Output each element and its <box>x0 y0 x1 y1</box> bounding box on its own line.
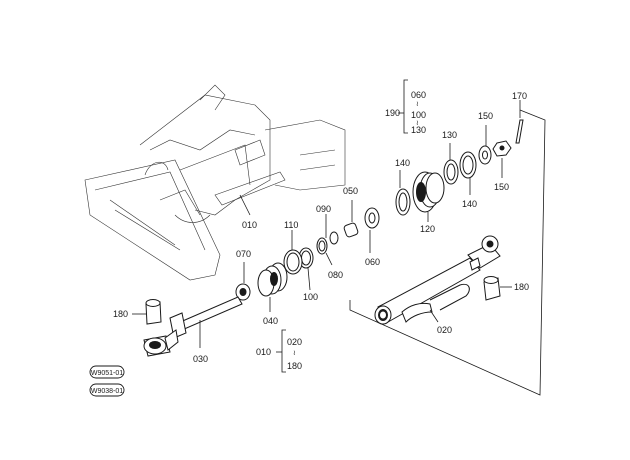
part-140-left: 140 <box>395 158 411 216</box>
label-140-right: 140 <box>462 199 477 209</box>
label-180-ref: 180 <box>287 361 302 371</box>
part-060: 060 <box>364 207 380 267</box>
part-150-nut: 150 <box>492 140 512 192</box>
label-110: 110 <box>284 220 298 230</box>
label-010-ref: 010 <box>256 347 271 357</box>
part-180-left: 180 <box>113 299 162 325</box>
ref-badge-1-text: W9051-01 <box>91 370 123 377</box>
label-050: 050 <box>343 186 358 196</box>
label-170: 170 <box>512 91 527 101</box>
label-010: 010 <box>242 220 257 230</box>
label-060-ref: 060 <box>411 90 426 100</box>
svg-text:≀: ≀ <box>416 101 419 108</box>
label-070: 070 <box>236 249 251 259</box>
ref-badge-1: W9051-01 <box>89 365 125 379</box>
label-150-nut: 150 <box>494 182 509 192</box>
ref-badge-2: W9038-01 <box>89 383 125 397</box>
label-080: 080 <box>328 270 343 280</box>
part-rod-eye <box>143 329 179 357</box>
ref-badge-2-text: W9038-01 <box>91 388 123 395</box>
part-100: 100 <box>298 247 318 302</box>
loader-outline <box>84 84 346 281</box>
label-030: 030 <box>193 354 208 364</box>
label-100-ref: 100 <box>411 110 426 120</box>
part-050: 050 <box>343 186 359 238</box>
leader-010 <box>239 194 251 216</box>
part-090: 090 <box>316 204 339 245</box>
label-100: 100 <box>303 292 318 302</box>
part-030-rod: 030 <box>169 296 243 364</box>
part-170-pin: 170 <box>512 91 527 144</box>
label-060: 060 <box>365 257 380 267</box>
svg-text:≀: ≀ <box>416 120 419 127</box>
label-040: 040 <box>263 316 278 326</box>
label-090: 090 <box>316 204 331 214</box>
label-020-ref: 020 <box>287 337 302 347</box>
part-150-washer: 150 <box>478 111 493 165</box>
label-140: 140 <box>395 158 410 168</box>
part-020-tube: 020 <box>374 235 501 335</box>
part-070: 070 <box>235 249 251 301</box>
label-120: 120 <box>420 224 435 234</box>
label-150: 150 <box>478 111 493 121</box>
part-180-right: 180 <box>483 276 529 301</box>
bracket-190: 190 060 ≀ 100 ≀ 130 <box>385 79 426 135</box>
label-180-left: 180 <box>113 309 128 319</box>
part-040-gland: 040 <box>257 262 288 326</box>
label-020: 020 <box>437 325 452 335</box>
svg-text:≀: ≀ <box>293 350 296 357</box>
parts-box-right <box>349 109 546 396</box>
part-140-right: 140 <box>459 151 477 209</box>
part-120-piston: 120 <box>412 171 445 234</box>
label-190: 190 <box>385 108 400 118</box>
label-130: 130 <box>442 130 457 140</box>
part-110: 110 <box>283 220 303 275</box>
label-130-ref: 130 <box>411 125 426 135</box>
part-130: 130 <box>442 130 459 185</box>
bracket-010: 010 020 ≀ 180 <box>256 329 302 373</box>
label-180-right: 180 <box>514 282 529 292</box>
part-080: 080 <box>316 237 343 280</box>
